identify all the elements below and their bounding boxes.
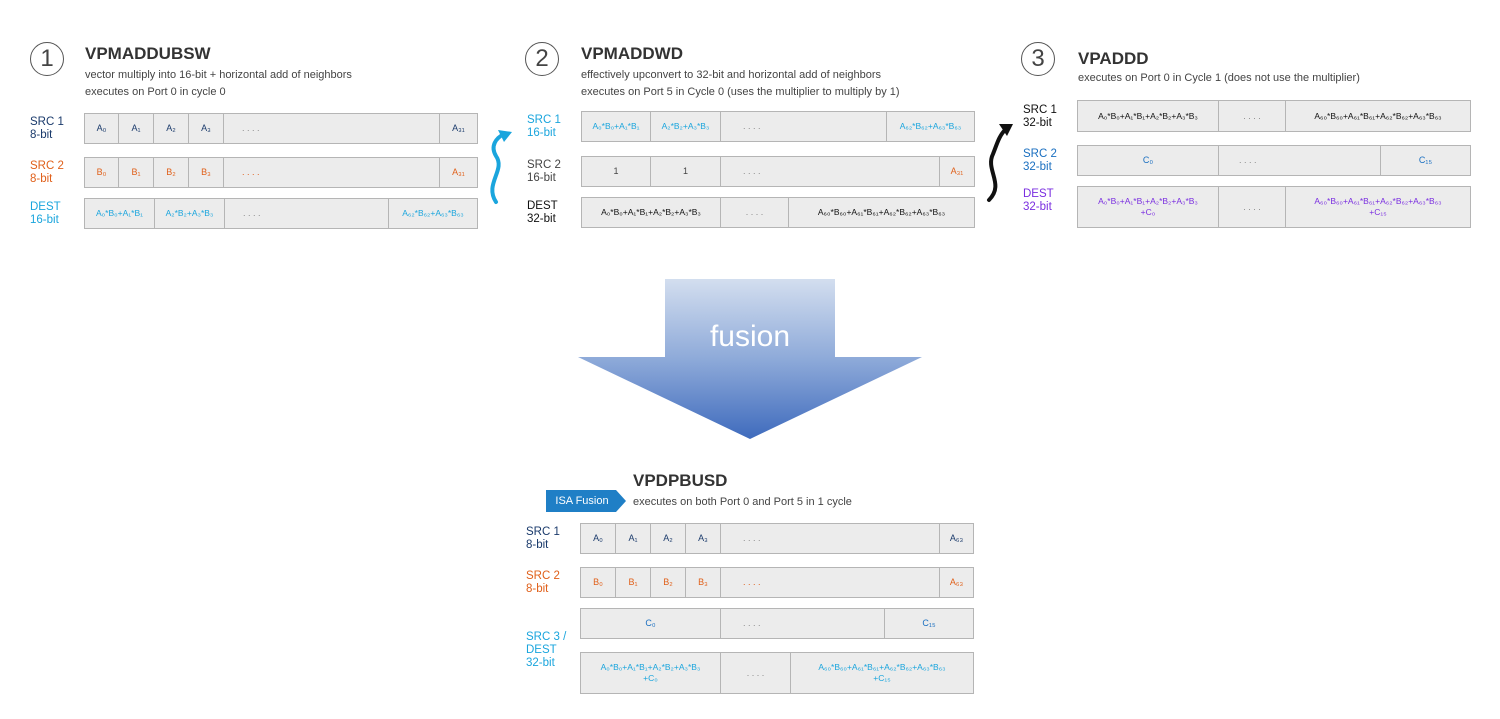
register-cell: A₂ bbox=[651, 524, 686, 553]
register-cell: A₀ bbox=[85, 114, 119, 143]
register-cell: A₆₂*B₆₂+A₆₃*B₆₃ bbox=[402, 208, 464, 218]
register-cell: B₃ bbox=[189, 158, 224, 187]
step-1-description-line-1: vector multiply into 16-bit + horizontal… bbox=[85, 69, 352, 81]
register-ellipsis: . . . . bbox=[721, 157, 940, 186]
register-cell: A₆₀*B₆₀+A₆₁*B₆₁+A₆₂*B₆₂+A₆₃*B₆₃ bbox=[1314, 110, 1442, 121]
register-cell: A₁ bbox=[616, 524, 651, 553]
register-cell: A₀*B₀+A₁*B₁+A₂*B₂+A₃*B₃+C₀ bbox=[1078, 187, 1219, 227]
step-3-description-line-1: executes on Port 0 in Cycle 1 (does not … bbox=[1078, 72, 1360, 84]
register-cell: B₃ bbox=[686, 568, 721, 597]
register-cell: A₃₁ bbox=[452, 167, 465, 177]
register-cell: C₀ bbox=[581, 609, 721, 638]
fusion-arrow-icon bbox=[578, 279, 922, 439]
step-1-title: VPMADDUBSW bbox=[85, 44, 211, 63]
curved-arrow-icon bbox=[987, 124, 1013, 202]
register-cell: A₃ bbox=[686, 524, 721, 553]
fused-src1-register: A₀ A₁ A₂ A₃ . . . . A₆₃ bbox=[580, 523, 974, 554]
register-cell: B₂ bbox=[154, 158, 189, 187]
step-2-description-line-1: effectively upconvert to 32-bit and hori… bbox=[581, 69, 882, 81]
step-2-src1-register: A₀*B₀+A₁*B₁ A₂*B₂+A₃*B₃ . . . . A₆₂*B₆₂+… bbox=[581, 111, 975, 142]
register-cell: C₀ bbox=[1078, 146, 1219, 175]
register-ellipsis: . . . . bbox=[1219, 101, 1286, 131]
register-ellipsis: . . . . bbox=[224, 114, 440, 143]
step-2-description-line-2: executes on Port 5 in Cycle 0 (uses the … bbox=[581, 86, 900, 98]
register-cell: C₁₅ bbox=[922, 618, 936, 628]
register-cell: A₆₀*B₆₀+A₆₁*B₆₁+A₆₂*B₆₂+A₆₃*B₆₃+C₁₅ bbox=[818, 662, 946, 683]
register-ellipsis: . . . . bbox=[721, 524, 940, 553]
register-cell: A₂*B₂+A₃*B₃ bbox=[155, 199, 225, 228]
step-3-src1-register: A₀*B₀+A₁*B₁+A₂*B₂+A₃*B₃ . . . . A₆₀*B₆₀+… bbox=[1077, 100, 1471, 132]
isa-fusion-badge-shape bbox=[546, 490, 626, 512]
register-cell: A₀*B₀+A₁*B₁ bbox=[582, 112, 651, 141]
register-cell: A₀ bbox=[581, 524, 616, 553]
register-cell: A₃₁ bbox=[950, 166, 964, 176]
register-ellipsis: . . . . bbox=[225, 199, 389, 228]
register-ellipsis: . . . . bbox=[1219, 146, 1381, 175]
register-ellipsis: . . . . bbox=[721, 609, 885, 638]
register-ellipsis: . . . . bbox=[1219, 187, 1286, 227]
step-1-number: 1 bbox=[30, 42, 64, 76]
register-ellipsis: . . . . bbox=[721, 198, 789, 227]
register-cell: B₂ bbox=[651, 568, 686, 597]
fused-src2-register: B₀ B₁ B₂ B₃ . . . . A₆₃ bbox=[580, 567, 974, 598]
step-2-src2-register: 1 1 . . . . A₃₁ bbox=[581, 156, 975, 187]
step-1-src1-register: A₀ A₁ A₂ A₃ . . . . A₃₁ bbox=[84, 113, 478, 144]
register-cell: A₆₃ bbox=[949, 577, 964, 587]
register-cell: B₁ bbox=[616, 568, 651, 597]
step-1-src2-register: B₀ B₁ B₂ B₃ . . . . A₃₁ bbox=[84, 157, 478, 188]
register-cell: 1 bbox=[651, 157, 721, 186]
fused-src3-register: C₀ . . . . C₁₅ bbox=[580, 608, 974, 639]
step-1-description-line-2: executes on Port 0 in cycle 0 bbox=[85, 86, 226, 98]
register-cell: A₀*B₀+A₁*B₁+A₂*B₂+A₃*B₃ bbox=[582, 198, 721, 227]
curved-arrow-icon bbox=[490, 130, 512, 204]
register-cell: A₆₂*B₆₂+A₆₃*B₆₃ bbox=[899, 121, 962, 131]
step-1-dest-register: A₀*B₀+A₁*B₁ A₂*B₂+A₃*B₃ . . . . A₆₂*B₆₂+… bbox=[84, 198, 478, 229]
fused-description: executes on both Port 0 and Port 5 in 1 … bbox=[633, 496, 852, 508]
register-cell: A₃₁ bbox=[452, 123, 465, 133]
step-2-title: VPMADDWD bbox=[581, 44, 683, 63]
register-ellipsis: . . . . bbox=[721, 568, 940, 597]
step-3-src2-register: C₀ . . . . C₁₅ bbox=[1077, 145, 1471, 176]
register-ellipsis: . . . . bbox=[224, 158, 440, 187]
register-cell: B₀ bbox=[85, 158, 119, 187]
register-cell: 1 bbox=[582, 157, 651, 186]
register-cell: A₀*B₀+A₁*B₁+A₂*B₂+A₃*B₃+C₀ bbox=[581, 653, 721, 693]
step-3-title: VPADDD bbox=[1078, 49, 1149, 68]
register-cell: A₆₃ bbox=[949, 533, 964, 543]
register-cell: A₀*B₀+A₁*B₁+A₂*B₂+A₃*B₃ bbox=[1078, 101, 1219, 131]
fused-title: VPDPBUSD bbox=[633, 471, 728, 490]
register-cell: B₀ bbox=[581, 568, 616, 597]
step-3-dest-register: A₀*B₀+A₁*B₁+A₂*B₂+A₃*B₃+C₀ . . . . A₆₀*B… bbox=[1077, 186, 1471, 228]
isa-fusion-badge: ISA Fusion bbox=[555, 495, 609, 507]
step-2-number: 2 bbox=[525, 42, 559, 76]
register-cell: A₆₀*B₆₀+A₆₁*B₆₁+A₆₂*B₆₂+A₆₃*B₆₃ bbox=[817, 207, 946, 217]
register-cell: B₁ bbox=[119, 158, 154, 187]
register-cell: A₂ bbox=[154, 114, 189, 143]
register-cell: A₂*B₂+A₃*B₃ bbox=[651, 112, 721, 141]
step-3-number: 3 bbox=[1021, 42, 1055, 76]
fused-dest-register: A₀*B₀+A₁*B₁+A₂*B₂+A₃*B₃+C₀ . . . . A₆₀*B… bbox=[580, 652, 974, 694]
register-cell: A₆₀*B₆₀+A₆₁*B₆₁+A₆₂*B₆₂+A₆₃*B₆₃+C₁₅ bbox=[1314, 196, 1442, 217]
register-cell: A₁ bbox=[119, 114, 154, 143]
register-cell: C₁₅ bbox=[1418, 155, 1433, 165]
step-2-dest-register: A₀*B₀+A₁*B₁+A₂*B₂+A₃*B₃ . . . . A₆₀*B₆₀+… bbox=[581, 197, 975, 228]
fusion-label: fusion bbox=[709, 320, 791, 353]
register-cell: A₀*B₀+A₁*B₁ bbox=[85, 199, 155, 228]
register-cell: A₃ bbox=[189, 114, 224, 143]
register-ellipsis: . . . . bbox=[721, 653, 791, 693]
register-ellipsis: . . . . bbox=[721, 112, 887, 141]
